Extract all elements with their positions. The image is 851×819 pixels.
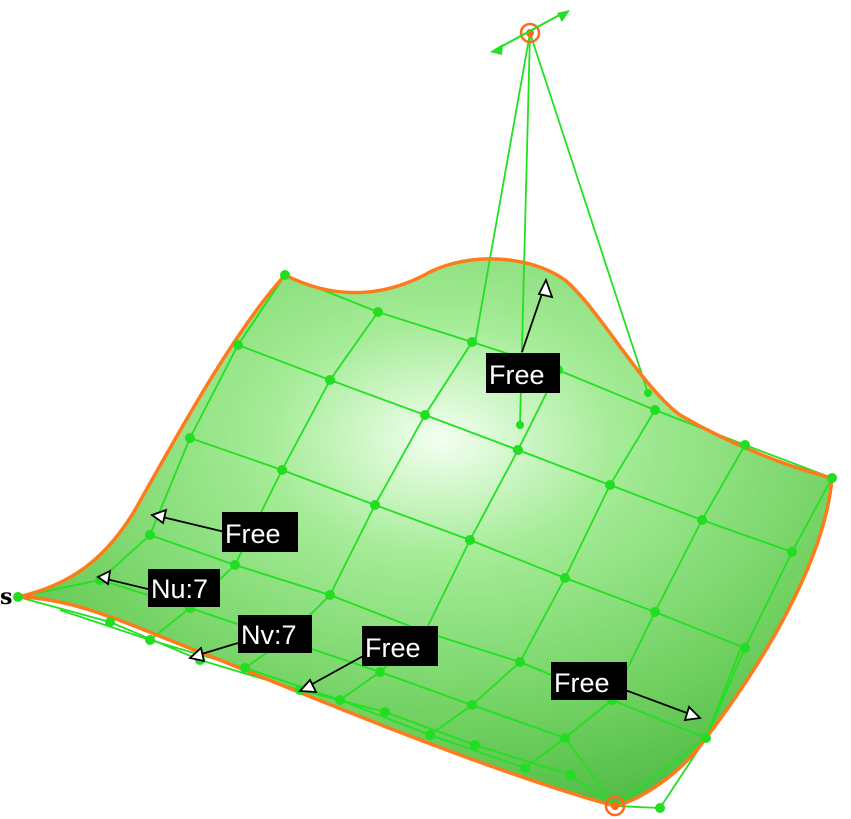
svg-text:Free: Free — [365, 633, 421, 663]
compass-manipulator-icon[interactable] — [490, 10, 570, 55]
edge-text-fragment: s — [0, 584, 12, 610]
surface-boundary — [17, 257, 834, 808]
svg-text:Nv:7: Nv:7 — [241, 620, 297, 650]
direction-arrows — [96, 277, 702, 722]
label-nv[interactable]: Nv:7 — [238, 615, 312, 653]
control-points[interactable] — [13, 270, 837, 813]
svg-text:Nu:7: Nu:7 — [151, 574, 208, 604]
label-nu[interactable]: Nu:7 — [148, 569, 220, 607]
label-free-bottom-mid[interactable]: Free — [362, 626, 438, 666]
label-free-bottom-right[interactable]: Free — [551, 662, 627, 700]
corner-manipulator-icon[interactable] — [604, 795, 626, 817]
svg-text:Free: Free — [225, 519, 281, 549]
svg-text:Free: Free — [554, 668, 610, 698]
surface-patch[interactable] — [18, 258, 832, 806]
svg-text:Free: Free — [489, 360, 545, 390]
label-free-top[interactable]: Free — [486, 353, 560, 393]
label-free-left[interactable]: Free — [222, 512, 298, 552]
